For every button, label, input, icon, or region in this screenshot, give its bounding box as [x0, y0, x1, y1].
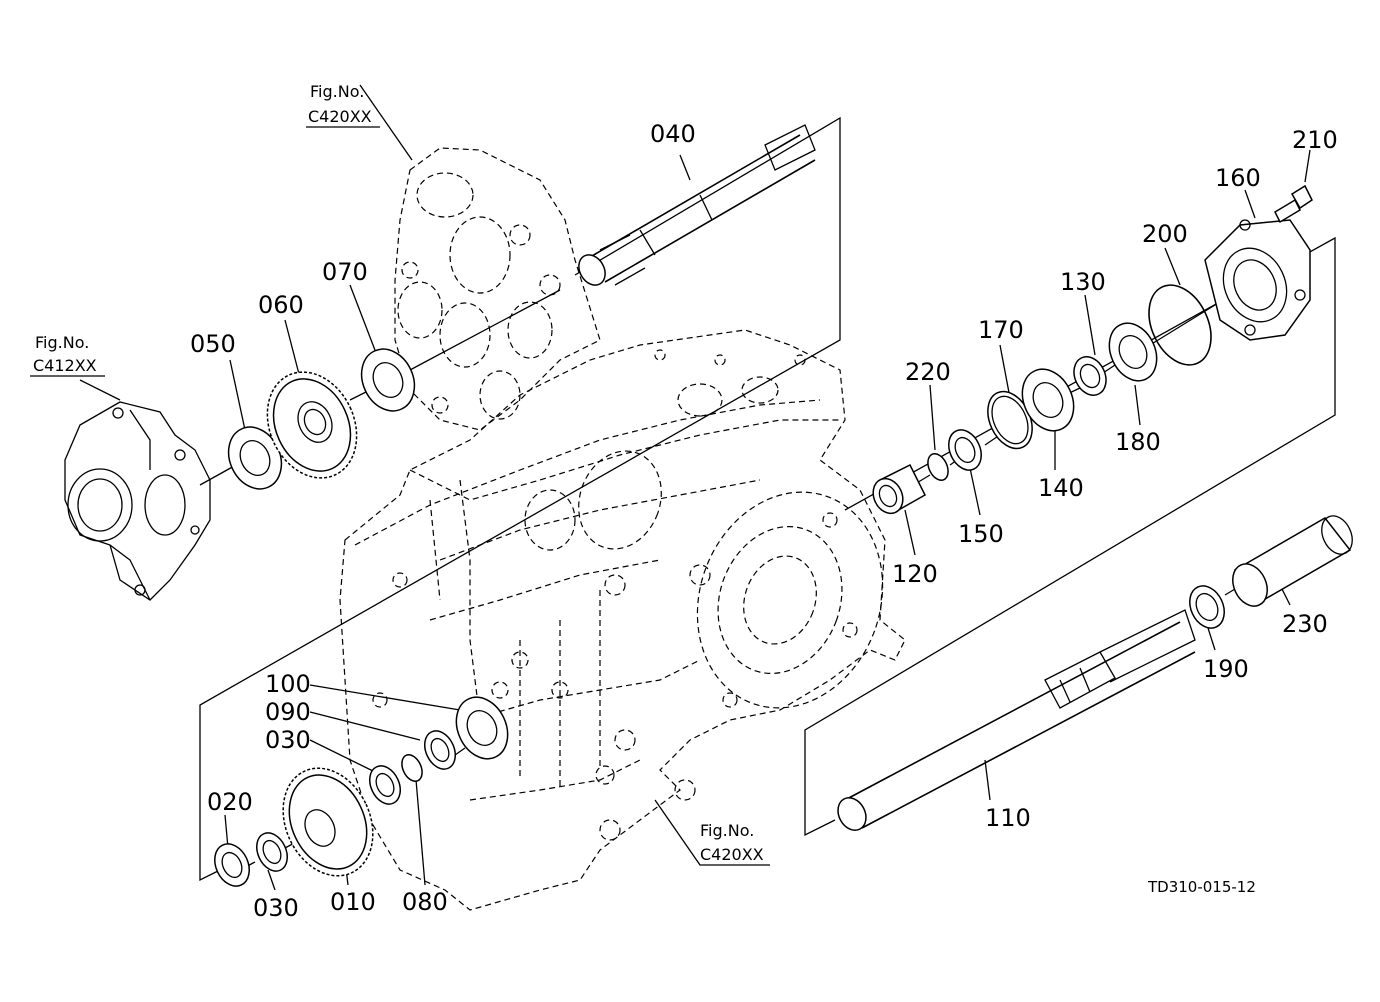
part-230-sleeve	[1232, 515, 1353, 607]
figure-ref-left-line1: Fig.No.	[35, 333, 89, 352]
label-050: 050	[190, 330, 236, 358]
upper-housing-cover	[394, 147, 601, 431]
part-090-collar	[424, 730, 456, 770]
part-170-ring	[987, 390, 1033, 450]
figure-ref-top-line2: C420XX	[308, 107, 372, 126]
label-190: 190	[1203, 655, 1249, 683]
part-020-seal	[214, 843, 250, 887]
label-230: 230	[1282, 610, 1328, 638]
part-060-gear	[266, 371, 358, 479]
figure-ref-bottom-line1: Fig.No.	[700, 821, 754, 840]
part-130-collar	[1073, 356, 1107, 396]
part-number-labels: 040 070 060 050 210 160 200 130 170 220 …	[190, 120, 1338, 922]
label-120: 120	[892, 560, 938, 588]
label-090: 090	[265, 698, 311, 726]
part-100-bearing	[455, 696, 509, 760]
part-160-bearing-holder	[1204, 219, 1311, 341]
label-030-lower: 030	[253, 894, 299, 922]
label-220: 220	[905, 358, 951, 386]
label-040: 040	[650, 120, 696, 148]
label-010: 010	[330, 888, 376, 916]
figure-ref-left-line2: C412XX	[33, 356, 97, 375]
part-030-needle-bearing-upper	[369, 765, 401, 805]
label-080: 080	[402, 888, 448, 916]
label-130: 130	[1060, 268, 1106, 296]
part-200-o-ring	[1148, 284, 1212, 366]
part-070-bearing	[360, 348, 416, 412]
part-010-gear	[282, 767, 374, 877]
part-120-needle-bearing	[872, 463, 926, 515]
part-210-bolt	[1274, 184, 1313, 224]
figure-ref-top: Fig.No. C420XX	[306, 82, 380, 128]
label-180: 180	[1115, 428, 1161, 456]
label-170: 170	[978, 316, 1024, 344]
part-220-snap-ring	[927, 453, 949, 481]
label-030-upper: 030	[265, 726, 311, 754]
label-070: 070	[322, 258, 368, 286]
part-110-pto-shaft	[837, 609, 1196, 831]
label-100: 100	[265, 670, 311, 698]
label-210: 210	[1292, 126, 1338, 154]
figure-ref-top-line1: Fig.No.	[310, 82, 364, 101]
figure-ref-bottom-line2: C420XX	[700, 845, 764, 864]
label-200: 200	[1142, 220, 1188, 248]
part-190-seal	[1189, 585, 1225, 629]
transmission-case	[339, 329, 906, 911]
part-080-snap-ring	[401, 754, 423, 782]
label-060: 060	[258, 291, 304, 319]
part-040-shaft	[578, 124, 816, 286]
drawing-code: TD310-015-12	[1147, 878, 1256, 896]
figure-ref-left: Fig.No. C412XX	[30, 333, 105, 377]
label-160: 160	[1215, 164, 1261, 192]
part-180-bearing	[1108, 322, 1158, 382]
left-housing	[64, 401, 211, 601]
label-020: 020	[207, 788, 253, 816]
label-140: 140	[1038, 474, 1084, 502]
figure-ref-bottom: Fig.No. C420XX	[700, 821, 764, 864]
part-030-needle-bearing-lower	[256, 832, 288, 872]
label-150: 150	[958, 520, 1004, 548]
label-110: 110	[985, 804, 1031, 832]
part-140-bearing	[1021, 368, 1075, 432]
part-150-collar	[948, 429, 982, 471]
